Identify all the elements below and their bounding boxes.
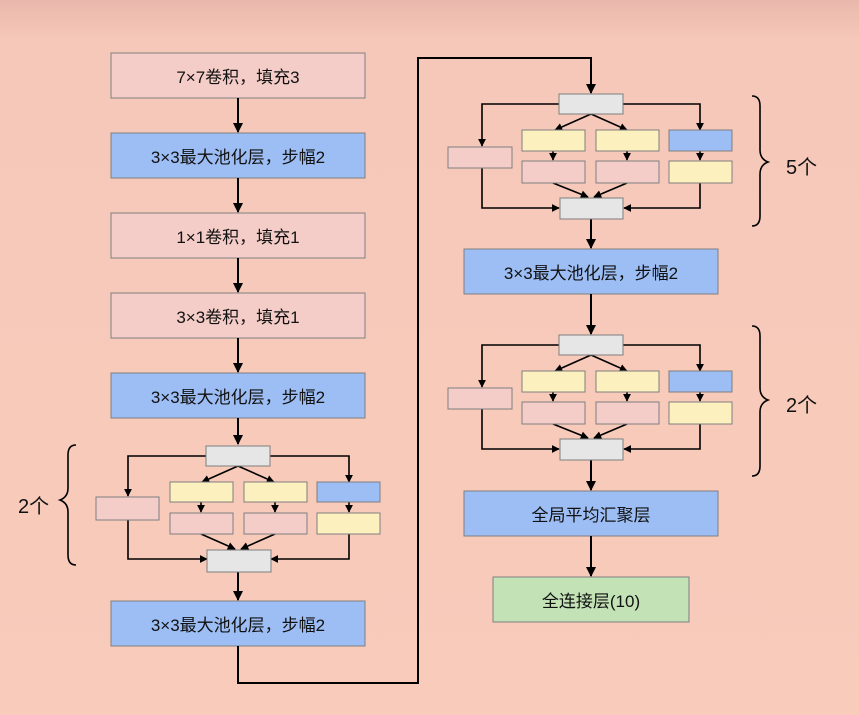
box-pool3 <box>110 600 366 647</box>
main-layers <box>110 52 719 647</box>
repeat-braces <box>57 95 771 566</box>
inception-block-3 <box>447 334 733 461</box>
box-fc <box>492 576 690 623</box>
repeat-label-group-3: 2个 <box>786 395 818 417</box>
box-conv3 <box>110 292 366 339</box>
box-pool1 <box>110 132 366 179</box>
inception-block-2 <box>447 93 733 220</box>
box-conv7 <box>110 52 366 99</box>
box-pool2 <box>110 372 366 419</box>
box-pool4 <box>463 248 719 295</box>
brace-right-top <box>751 95 771 227</box>
repeat-label-group-1: 2个 <box>18 496 50 518</box>
box-conv1 <box>110 212 366 259</box>
brace-right-bottom <box>751 325 771 477</box>
inception-block-1 <box>95 445 381 573</box>
main-arrows <box>233 57 596 684</box>
repeat-label-group-2: 5个 <box>786 157 818 179</box>
brace-left <box>57 444 77 566</box>
box-gap <box>463 490 719 537</box>
